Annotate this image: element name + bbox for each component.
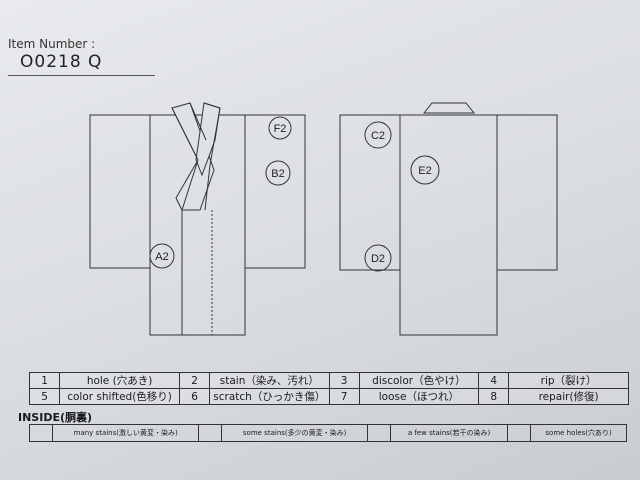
inside-checkbox[interactable] — [198, 424, 223, 442]
kimono-diagrams: F2 B2 A2 C2 E2 D2 — [89, 102, 558, 336]
inside-checkbox[interactable] — [29, 424, 53, 442]
back-mark-c2: C2 — [364, 121, 392, 149]
legend-label: loose（ほつれ） — [358, 388, 480, 405]
front-collar-top — [203, 102, 221, 109]
back-mark-c2-label: C2 — [371, 130, 385, 142]
back-right-sleeve — [496, 114, 558, 271]
item-number-underline — [8, 75, 155, 76]
front-collar-left — [171, 102, 215, 211]
item-number-value: O0218 Q — [20, 52, 103, 72]
legend-label: scratch（ひっかき傷） — [209, 388, 330, 405]
front-mark-f2-label: F2 — [274, 123, 287, 135]
legend-label: hole (穴あき) — [59, 372, 181, 389]
legend-num: 6 — [179, 388, 211, 405]
front-left-sleeve — [89, 114, 151, 269]
legend-label: repair(修復) — [508, 388, 629, 405]
back-mark-d2: D2 — [364, 244, 392, 272]
legend-label: discolor（色やけ） — [358, 372, 480, 389]
legend-label: color shifted(色移り) — [59, 388, 181, 405]
legend-num: 1 — [28, 372, 61, 389]
inside-row: many stains(激しい黄変・染み) some stains(多少の黄変・… — [29, 424, 627, 442]
front-mark-a2: A2 — [149, 243, 175, 269]
legend-num: 2 — [179, 372, 211, 389]
front-collar-line-c — [209, 107, 221, 166]
front-mark-b2: B2 — [265, 160, 291, 186]
item-number-label: Item Number : — [8, 37, 96, 51]
legend-num: 8 — [478, 388, 510, 405]
front-mark-b2-label: B2 — [271, 168, 284, 180]
legend-num: 4 — [478, 372, 510, 389]
inside-item-label: some holes(穴あり) — [530, 424, 627, 442]
front-collar-line-b — [189, 102, 207, 141]
kimono-front-view — [89, 102, 306, 336]
inside-lining-table: many stains(激しい黄変・染み) some stains(多少の黄変・… — [29, 424, 627, 442]
legend-label: stain（染み、汚れ） — [209, 372, 330, 389]
back-mark-e2-label: E2 — [418, 165, 431, 177]
inside-checkbox[interactable] — [507, 424, 532, 442]
back-mark-d2-label: D2 — [371, 253, 385, 265]
back-body — [399, 114, 498, 336]
inside-item-label: some stains(多少の黄変・染み) — [221, 424, 368, 442]
legend-label: rip（裂け） — [508, 372, 629, 389]
front-mark-f2: F2 — [268, 116, 292, 140]
inside-checkbox[interactable] — [366, 424, 391, 442]
inside-title: INSIDE(胴裏) — [18, 411, 93, 424]
front-mark-a2-label: A2 — [155, 251, 168, 263]
legend-num: 3 — [328, 372, 360, 389]
front-collar-line-d — [181, 159, 199, 211]
front-collar-line-a — [171, 107, 199, 161]
kimono-back-view — [339, 102, 558, 336]
legend-row: 1 hole (穴あき) 2 stain（染み、汚れ） 3 discolor（色… — [28, 372, 629, 389]
front-body — [149, 114, 246, 336]
inside-item-label: many stains(激しい黄変・染み) — [51, 424, 200, 442]
legend-num: 7 — [328, 388, 360, 405]
back-collar — [422, 102, 476, 114]
damage-legend-table: 1 hole (穴あき) 2 stain（染み、汚れ） 3 discolor（色… — [28, 372, 629, 405]
legend-num: 5 — [28, 388, 61, 405]
legend-row: 5 color shifted(色移り) 6 scratch（ひっかき傷） 7 … — [28, 388, 629, 405]
front-collar-line-e — [204, 164, 211, 211]
inside-item-label: a few stains(若干の染み) — [389, 424, 509, 442]
back-mark-e2: E2 — [410, 155, 440, 185]
